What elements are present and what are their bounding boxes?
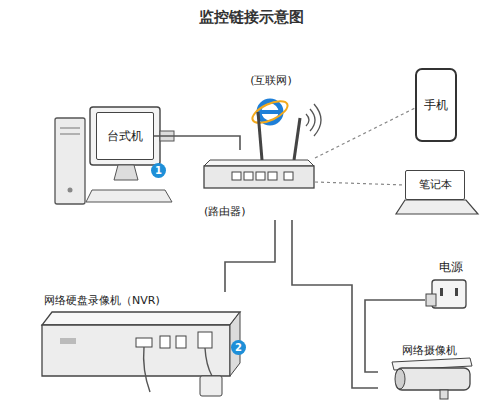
router-node: (路由器) [200, 150, 315, 220]
node-label: 台式机 [107, 129, 143, 143]
wifi-wave [314, 104, 321, 136]
network-cable [225, 220, 275, 292]
node-label: 手机 [424, 98, 448, 112]
power-plug [426, 294, 436, 306]
outlet-hole [455, 288, 458, 296]
vga-port [136, 338, 152, 347]
nvr-led [60, 338, 76, 344]
nvr-body [42, 312, 240, 325]
router-port [256, 172, 265, 180]
node-label: 笔记本 [419, 178, 452, 191]
cable [144, 347, 150, 392]
node-label: (路由器) [204, 205, 246, 218]
power-button [68, 188, 73, 193]
antenna [294, 118, 300, 160]
desktop-screen: 台式机 [96, 112, 154, 160]
camera-body [396, 368, 470, 390]
node-label: (互联网) [250, 74, 292, 87]
antenna [258, 112, 262, 160]
lan-port [160, 336, 170, 348]
camera-node: 网络摄像机 [378, 342, 480, 398]
outlet-hole [440, 288, 443, 296]
router-body [204, 166, 314, 188]
router-port [232, 172, 241, 180]
wireless-link [315, 182, 405, 185]
drive-slot [60, 134, 80, 135]
network-cable [154, 136, 240, 150]
wifi-wave [306, 114, 309, 126]
network-cable [365, 300, 425, 372]
callout-number: 2 [231, 340, 246, 355]
node-label: 网络硬盘录像机（NVR) [44, 294, 160, 307]
phone: 手机 [415, 68, 457, 142]
camera-bracket [440, 390, 448, 399]
ie-orbit [249, 97, 290, 128]
router-port [244, 172, 253, 180]
callout-number: 1 [151, 163, 166, 178]
monitor-stand [114, 165, 138, 180]
title: 监控链接示意图 [0, 8, 502, 27]
node-label: 电源 [439, 260, 463, 274]
power-adapter [200, 376, 222, 396]
laptop-screen: 笔记本 [405, 170, 465, 200]
wifi-wave [310, 109, 315, 131]
internet-node: (互联网) [240, 72, 302, 128]
camera-lens [395, 369, 405, 389]
power-port [198, 332, 212, 348]
node-label: 网络摄像机 [402, 344, 457, 357]
router-port [268, 172, 277, 180]
laptop-base [396, 200, 478, 214]
keyboard [86, 190, 172, 202]
usb-port [176, 336, 186, 348]
power-outlet [432, 280, 466, 308]
cable [205, 348, 212, 376]
nvr-node: 网络硬盘录像机（NVR) [40, 292, 245, 398]
power-node: 电源 [425, 258, 477, 314]
drive-slot [60, 128, 80, 129]
router-body [204, 160, 314, 166]
nvr-body [42, 325, 230, 376]
router-port [284, 172, 293, 180]
wireless-link [315, 108, 415, 158]
monitor-frame [90, 107, 160, 165]
pc-tower [55, 118, 85, 204]
ie-logo [260, 110, 280, 114]
